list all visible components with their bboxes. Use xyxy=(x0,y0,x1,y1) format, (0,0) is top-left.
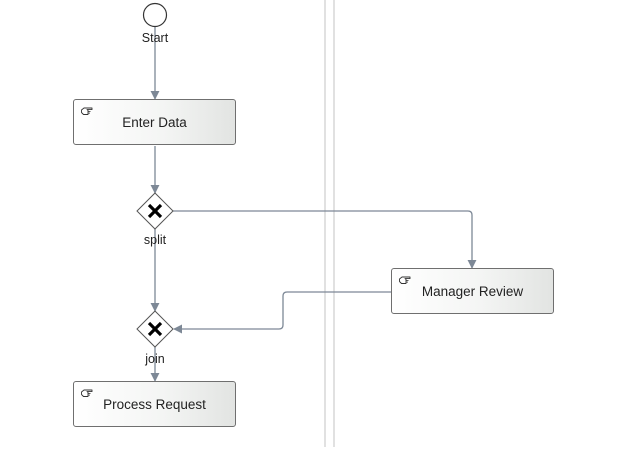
task-label: Process Request xyxy=(103,396,206,412)
flow-manager-review-to-join[interactable] xyxy=(173,291,391,334)
task-manager-review[interactable]: Manager Review xyxy=(391,268,554,314)
join-gateway-label: join xyxy=(145,352,165,366)
task-label: Enter Data xyxy=(122,114,187,130)
split-gateway-label: split xyxy=(143,233,167,247)
start-event-label: Start xyxy=(141,31,169,45)
hand-pointer-icon xyxy=(81,389,93,397)
join-gateway[interactable] xyxy=(136,310,174,348)
exclusive-x-icon xyxy=(147,321,163,337)
hand-pointer-icon xyxy=(399,276,411,284)
split-gateway[interactable] xyxy=(136,192,174,230)
start-event[interactable] xyxy=(142,2,168,28)
task-process-request[interactable]: Process Request xyxy=(73,381,236,427)
task-label: Manager Review xyxy=(421,283,524,299)
task-enter-data[interactable]: Enter Data xyxy=(73,99,236,145)
exclusive-x-icon xyxy=(147,203,163,219)
flow-split-to-manager-review[interactable] xyxy=(173,210,477,269)
hand-pointer-icon xyxy=(81,107,93,115)
